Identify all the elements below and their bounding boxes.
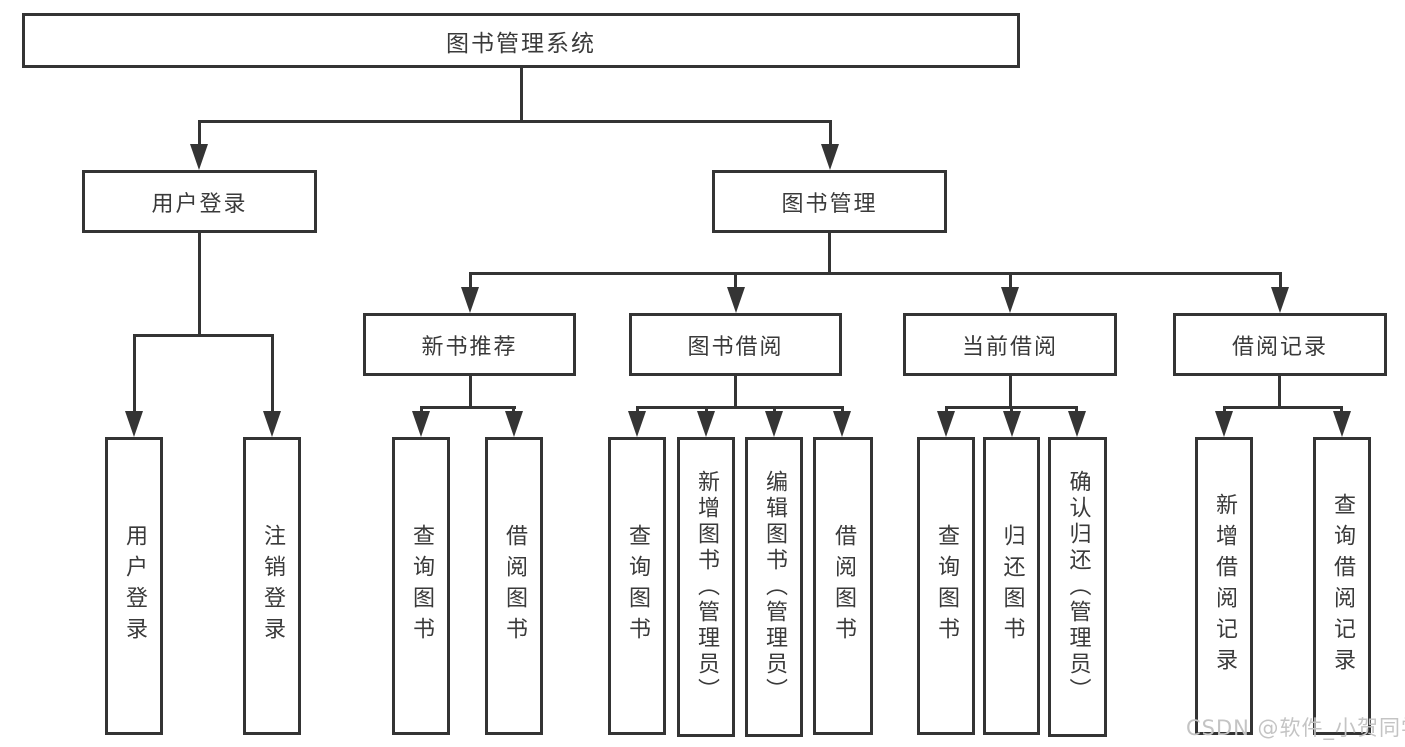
connector-line: [198, 120, 832, 123]
leaf-borrow-books-1: 借阅图书: [485, 437, 543, 735]
leaf-confirm-return-admin: 确认归还（管理员）: [1048, 437, 1107, 737]
node-book-management: 图书管理: [712, 170, 947, 233]
leaf-logout: 注销登录: [243, 437, 301, 735]
connector-line: [420, 406, 516, 409]
arrow-down-icon: [765, 411, 783, 437]
node-label: 用户登录: [122, 524, 147, 648]
arrow-down-icon: [461, 287, 479, 313]
node-label: 图书管理: [781, 191, 878, 217]
arrow-down-icon: [937, 411, 955, 437]
arrow-down-icon: [412, 411, 430, 437]
node-label: 新书推荐: [421, 334, 518, 360]
leaf-query-borrow-record: 查询借阅记录: [1313, 437, 1371, 735]
arrow-down-icon: [1068, 411, 1086, 437]
leaf-add-books-admin: 新增图书（管理员）: [677, 437, 735, 737]
arrow-down-icon: [833, 411, 851, 437]
connector-line: [1009, 272, 1012, 290]
arrow-down-icon: [1271, 287, 1289, 313]
connector-line: [271, 334, 274, 414]
node-book-borrowing: 图书借阅: [629, 313, 842, 376]
node-label: 新增借阅记录: [1212, 493, 1237, 679]
leaf-add-borrow-record: 新增借阅记录: [1195, 437, 1253, 735]
connector-line: [469, 272, 1281, 275]
connector-line: [636, 406, 843, 409]
node-label: 用户登录: [151, 191, 248, 217]
node-user-login: 用户登录: [82, 170, 317, 233]
arrow-down-icon: [190, 144, 208, 170]
leaf-query-books-3: 查询图书: [917, 437, 975, 735]
arrow-down-icon: [697, 411, 715, 437]
connector-line: [734, 272, 737, 290]
leaf-edit-books-admin: 编辑图书（管理员）: [745, 437, 803, 737]
csdn-watermark: CSDN @软件_小贺同学: [1186, 716, 1405, 740]
node-label: 图书借阅: [687, 334, 784, 360]
arrow-down-icon: [263, 411, 281, 437]
connector-line: [1279, 272, 1282, 290]
node-label: 借阅图书: [502, 524, 527, 648]
node-label: 查询图书: [625, 524, 650, 648]
connector-line: [829, 120, 832, 150]
leaf-user-login: 用户登录: [105, 437, 163, 735]
connector-line: [469, 376, 472, 409]
node-label: 当前借阅: [961, 334, 1058, 360]
arrow-down-icon: [505, 411, 523, 437]
node-label: 查询图书: [934, 524, 959, 648]
arrow-down-icon: [1001, 287, 1019, 313]
node-borrowing-records: 借阅记录: [1173, 313, 1387, 376]
connector-line: [520, 68, 523, 122]
connector-line: [133, 334, 136, 414]
connector-line: [198, 233, 201, 337]
leaf-query-books-2: 查询图书: [608, 437, 666, 735]
arrow-down-icon: [1333, 411, 1351, 437]
arrow-down-icon: [727, 287, 745, 313]
node-label: 查询图书: [409, 524, 434, 648]
connector-line: [734, 376, 737, 409]
node-label: 查询借阅记录: [1330, 493, 1355, 679]
arrow-down-icon: [821, 144, 839, 170]
node-label: 确认归还（管理员）: [1065, 470, 1091, 704]
arrow-down-icon: [125, 411, 143, 437]
connector-line: [469, 272, 472, 290]
leaf-borrow-books-2: 借阅图书: [813, 437, 873, 735]
arrow-down-icon: [1215, 411, 1233, 437]
node-current-borrowing: 当前借阅: [903, 313, 1117, 376]
node-new-book-recommendation: 新书推荐: [363, 313, 576, 376]
connector-line: [828, 233, 831, 275]
arrow-down-icon: [1003, 411, 1021, 437]
node-label: 借阅记录: [1231, 334, 1328, 360]
connector-line: [1278, 376, 1281, 408]
connector-line: [1009, 376, 1012, 408]
connector-line: [1223, 406, 1343, 409]
leaf-query-books-1: 查询图书: [392, 437, 450, 735]
node-library-management-system: 图书管理系统: [22, 13, 1020, 68]
connector-line: [133, 334, 274, 337]
node-label: 归还图书: [999, 524, 1025, 648]
node-label: 图书管理系统: [446, 30, 596, 57]
node-label: 注销登录: [260, 524, 285, 648]
connector-line: [198, 120, 201, 150]
leaf-return-books: 归还图书: [983, 437, 1040, 735]
node-label: 新增图书（管理员）: [694, 470, 719, 704]
node-label: 借阅图书: [831, 524, 856, 648]
arrow-down-icon: [628, 411, 646, 437]
node-label: 编辑图书（管理员）: [762, 470, 787, 704]
